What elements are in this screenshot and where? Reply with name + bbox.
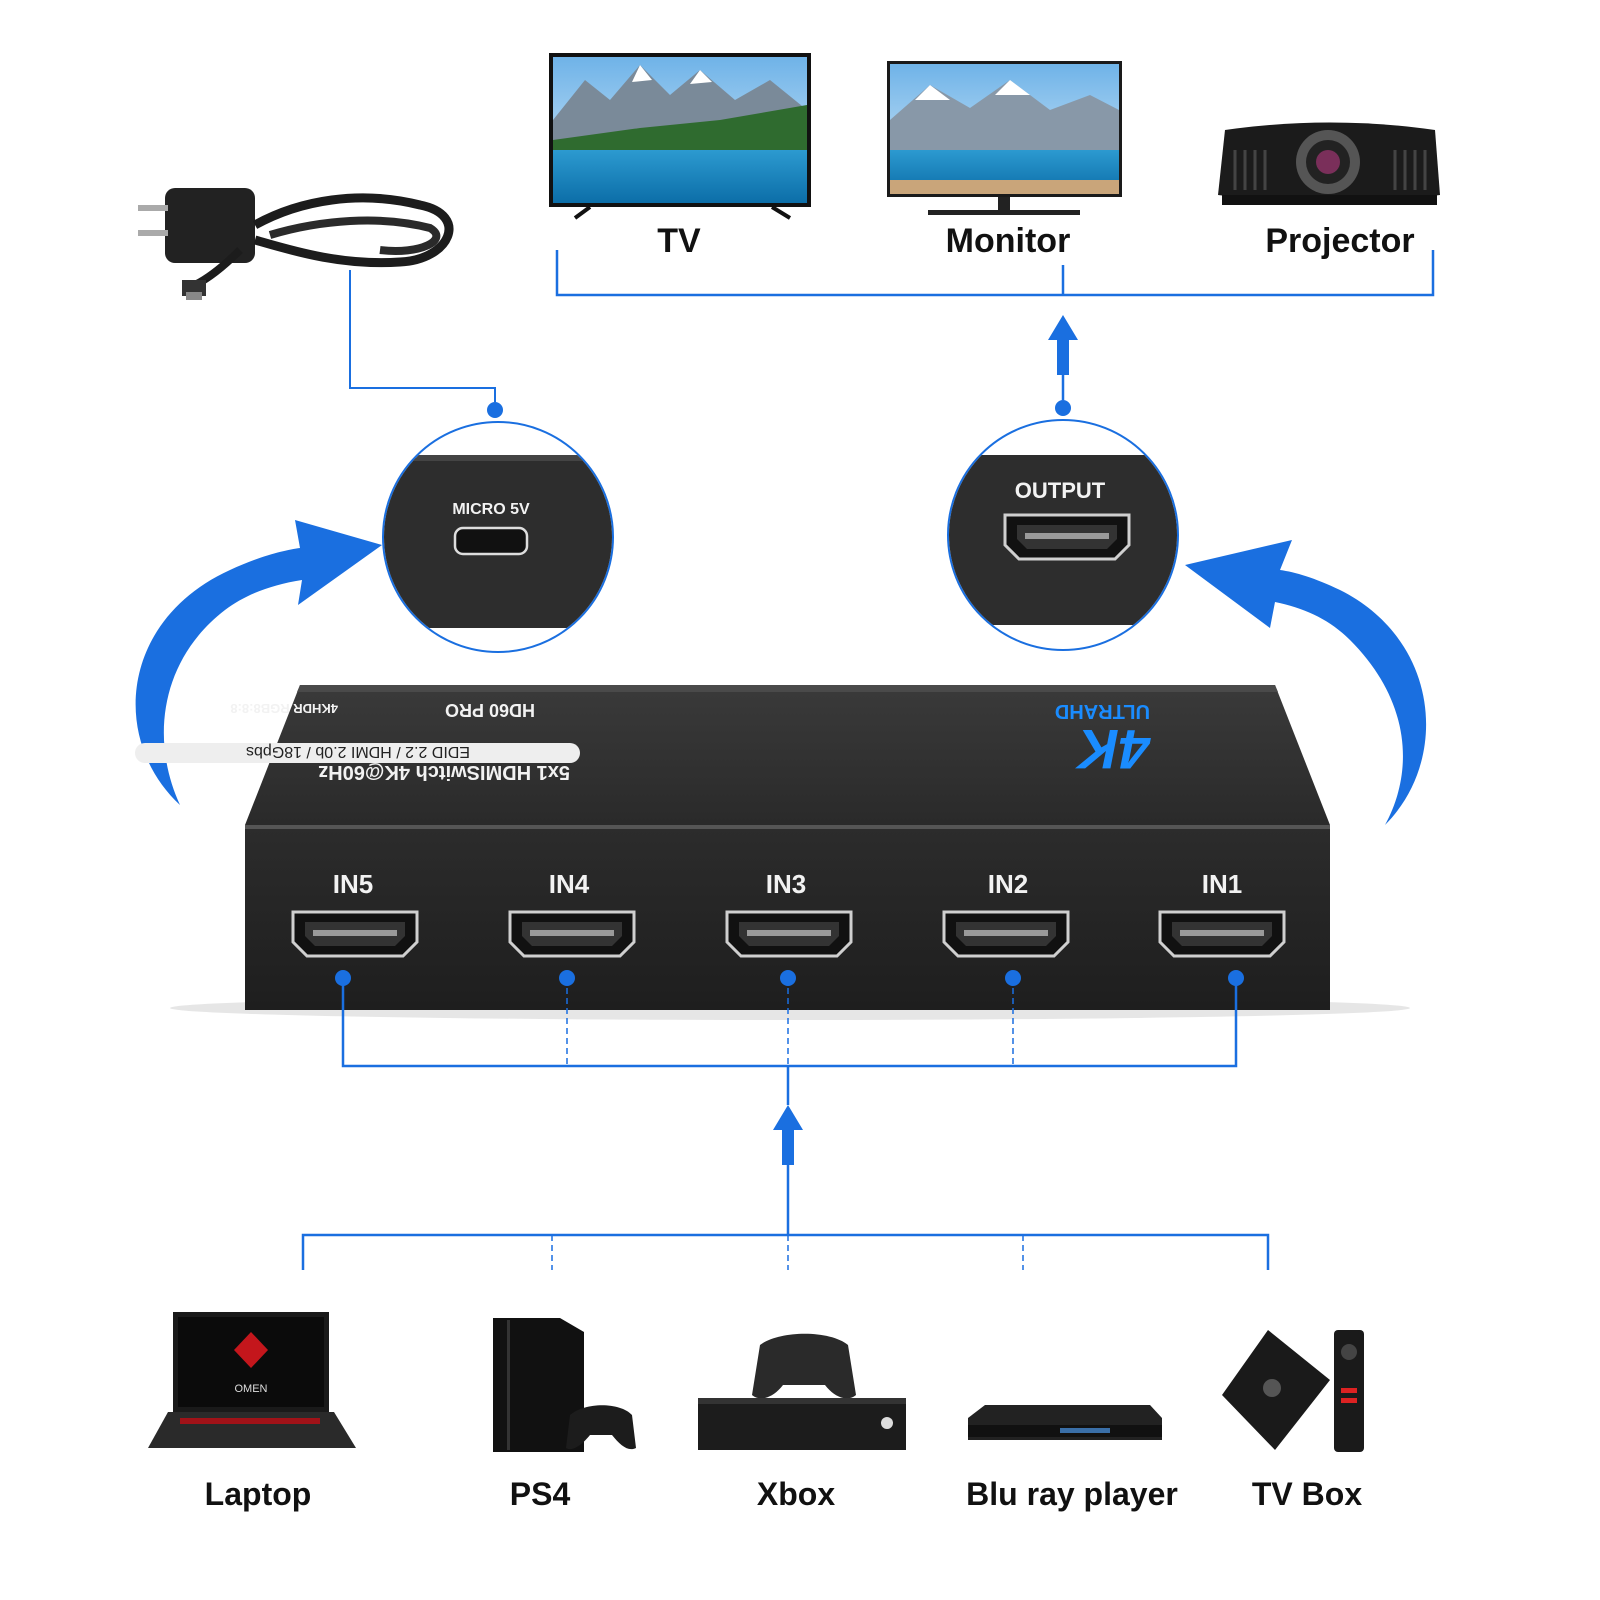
output-callout: OUTPUT bbox=[947, 419, 1179, 651]
hdmi-port-in5-icon bbox=[291, 910, 419, 958]
port-label-in5: IN5 bbox=[333, 869, 373, 899]
output-label-monitor: Monitor bbox=[946, 222, 1071, 260]
port-label-in3: IN3 bbox=[766, 869, 806, 899]
xbox-icon bbox=[698, 1333, 906, 1450]
source-label-xbox: Xbox bbox=[757, 1476, 835, 1512]
ps4-icon bbox=[493, 1318, 636, 1452]
laptop-brand: OMEN bbox=[235, 1383, 268, 1395]
device-logo-ultrahd: ULTRAHD bbox=[1055, 700, 1150, 722]
output-label: OUTPUT bbox=[1015, 478, 1106, 503]
tv-box-icon bbox=[1222, 1330, 1364, 1452]
curved-arrow-right-icon bbox=[1185, 540, 1427, 825]
curved-arrow-left-icon bbox=[135, 520, 382, 805]
connector-dot bbox=[487, 402, 503, 418]
output-connector-lines bbox=[555, 250, 1435, 400]
hdmi-port-in2-icon bbox=[942, 910, 1070, 958]
monitor-icon bbox=[887, 61, 1122, 215]
hdmi-port-in1-icon bbox=[1158, 910, 1286, 958]
source-label-blu-ray: Blu ray player bbox=[966, 1476, 1178, 1512]
micro-5v-label: MICRO 5V bbox=[452, 501, 530, 518]
device-feature-hdr: 4KHDR RGB8:8:8 bbox=[230, 701, 338, 716]
micro-usb-port-icon bbox=[453, 526, 529, 556]
connector-dots bbox=[335, 970, 1244, 986]
port-label-in2: IN2 bbox=[988, 869, 1028, 899]
input-connector-lines bbox=[301, 978, 1270, 1270]
hdmi-output-port-icon bbox=[1003, 513, 1131, 561]
input-ports: IN5 IN4 IN3 IN2 IN1 bbox=[291, 869, 1286, 958]
output-label-projector: Projector bbox=[1265, 222, 1414, 260]
connector-dot bbox=[1055, 400, 1071, 416]
projector-icon bbox=[1218, 122, 1440, 205]
blu-ray-player-icon bbox=[968, 1405, 1162, 1440]
power-adapter-icon bbox=[138, 188, 454, 300]
micro-5v-callout: MICRO 5V bbox=[382, 421, 614, 653]
source-label-tv-box: TV Box bbox=[1252, 1476, 1362, 1512]
port-label-in1: IN1 bbox=[1202, 869, 1242, 899]
power-connector-line bbox=[349, 270, 496, 402]
hdmi-port-in4-icon bbox=[508, 910, 636, 958]
output-label-tv: TV bbox=[657, 222, 701, 260]
hdmi-switch-device: 5x1 HDMISwitch 4K@60Hz EDID 2.2 / HDMI 2… bbox=[135, 685, 1410, 1020]
hdmi-port-in3-icon bbox=[725, 910, 853, 958]
device-title: 5x1 HDMISwitch 4K@60Hz bbox=[318, 761, 570, 783]
source-label-ps4: PS4 bbox=[510, 1476, 571, 1512]
up-arrow-icon bbox=[1048, 315, 1078, 375]
up-arrow-icon bbox=[773, 1105, 803, 1165]
device-spec-badge: EDID 2.2 / HDMI 2.0b / 18Gpbs bbox=[246, 743, 470, 760]
port-label-in4: IN4 bbox=[549, 869, 590, 899]
device-logo-4k: 4K bbox=[1075, 718, 1151, 781]
device-feature-hd60: HD60 PRO bbox=[445, 700, 535, 720]
source-label-laptop: Laptop bbox=[205, 1476, 312, 1512]
tv-icon bbox=[549, 53, 811, 220]
laptop-icon: OMEN bbox=[148, 1312, 356, 1448]
